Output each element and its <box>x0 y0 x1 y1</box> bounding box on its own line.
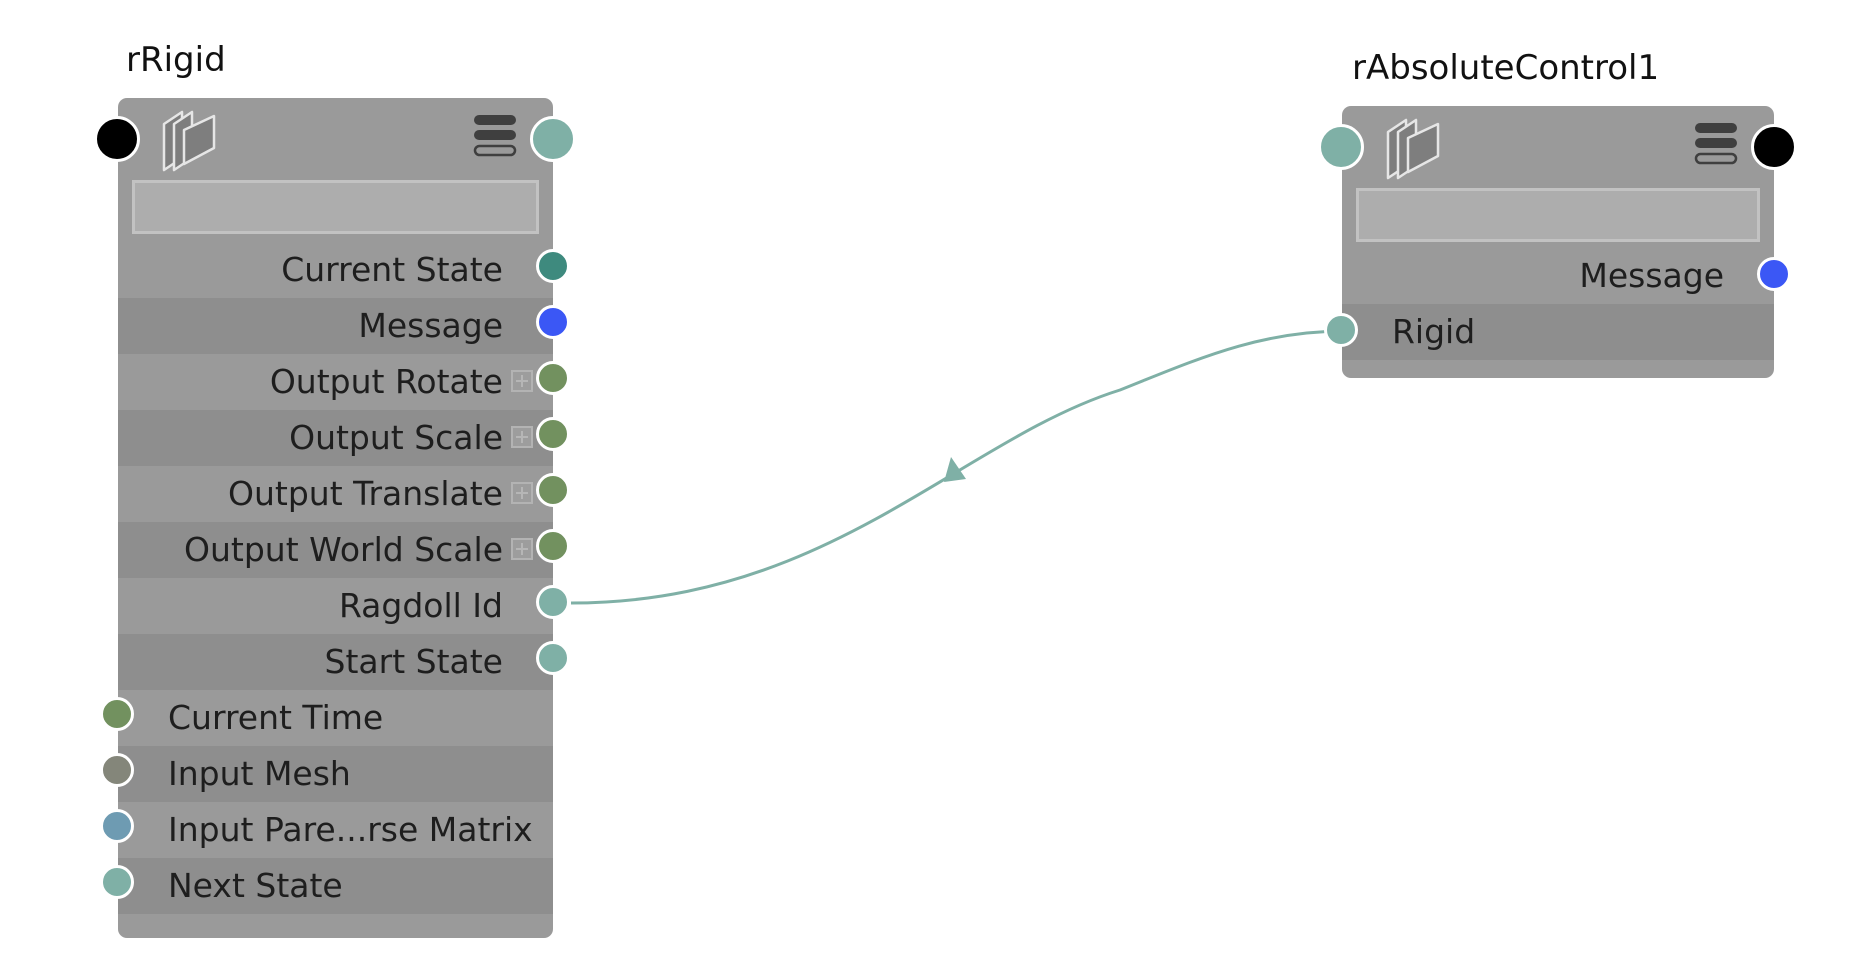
port-current-time[interactable] <box>100 697 134 731</box>
node-name-field[interactable] <box>1356 188 1760 242</box>
node-title[interactable]: rAbsoluteControl1 <box>1352 48 1660 88</box>
port-rigid[interactable] <box>1324 313 1358 347</box>
ragdoll-id-to-rigid-wire[interactable] <box>570 329 1347 605</box>
port-next-state[interactable] <box>100 865 134 899</box>
attr-row-output-world-scale[interactable]: Output World Scale <box>118 522 553 578</box>
port-output-rotate[interactable] <box>536 361 570 395</box>
attr-row-input-parent-inverse-matrix[interactable]: Input Pare...rse Matrix <box>118 802 553 858</box>
attr-row-current-state[interactable]: Current State <box>118 242 553 298</box>
port-ragdoll-id[interactable] <box>536 585 570 619</box>
attr-row-next-state[interactable]: Next State <box>118 858 553 914</box>
attr-row-ragdoll-id[interactable]: Ragdoll Id <box>118 578 553 634</box>
node-menu-icon[interactable] <box>1694 122 1738 166</box>
port-message[interactable] <box>1757 257 1791 291</box>
attr-label: Current State <box>281 250 503 289</box>
attr-row-output-rotate[interactable]: Output Rotate <box>118 354 553 410</box>
attr-label: Input Mesh <box>168 754 351 793</box>
attr-row-start-state[interactable]: Start State <box>118 634 553 690</box>
node-header[interactable] <box>118 98 553 178</box>
attr-row-message[interactable]: Message <box>118 298 553 354</box>
port-message[interactable] <box>536 305 570 339</box>
attr-row-input-mesh[interactable]: Input Mesh <box>118 746 553 802</box>
node-header[interactable] <box>1342 106 1774 186</box>
port-current-state[interactable] <box>536 249 570 283</box>
attr-label: Start State <box>324 642 503 681</box>
port-output-world-scale[interactable] <box>536 529 570 563</box>
attr-label: Message <box>1579 256 1724 295</box>
attr-row-current-time[interactable]: Current Time <box>118 690 553 746</box>
rigid-node-icon <box>162 110 216 172</box>
port-input-mesh[interactable] <box>100 753 134 787</box>
attr-label: Output World Scale <box>184 530 503 569</box>
attr-row-output-scale[interactable]: Output Scale <box>118 410 553 466</box>
attr-row-rigid[interactable]: Rigid <box>1342 304 1774 360</box>
port-start-state[interactable] <box>536 641 570 675</box>
expand-icon[interactable] <box>511 370 533 392</box>
attr-label: Next State <box>168 866 343 905</box>
rigid-node-icon <box>1386 118 1440 180</box>
absolute-control-node[interactable]: Message Rigid <box>1342 106 1774 378</box>
attr-label: Rigid <box>1392 312 1476 351</box>
attr-label: Output Scale <box>289 418 503 457</box>
attr-row-message[interactable]: Message <box>1342 248 1774 304</box>
expand-icon[interactable] <box>511 482 533 504</box>
node-input-port[interactable] <box>94 116 140 162</box>
expand-icon[interactable] <box>511 538 533 560</box>
wire-direction-arrow <box>944 457 966 482</box>
node-menu-icon[interactable] <box>473 114 517 158</box>
port-output-translate[interactable] <box>536 473 570 507</box>
attr-label: Ragdoll Id <box>338 586 503 625</box>
expand-icon[interactable] <box>511 426 533 448</box>
attr-label: Input Pare...rse Matrix <box>168 810 533 849</box>
port-input-parent-inverse-matrix[interactable] <box>100 809 134 843</box>
attr-row-output-translate[interactable]: Output Translate <box>118 466 553 522</box>
node-title[interactable]: rRigid <box>126 40 226 80</box>
rigid-node[interactable]: Current State Message Output Rotate Outp… <box>118 98 553 938</box>
port-output-scale[interactable] <box>536 417 570 451</box>
attr-label: Message <box>358 306 503 345</box>
node-name-field[interactable] <box>132 180 539 234</box>
attr-label: Output Rotate <box>269 362 503 401</box>
node-output-port[interactable] <box>1751 124 1797 170</box>
node-output-port[interactable] <box>530 116 576 162</box>
attr-label: Current Time <box>168 698 384 737</box>
node-input-port[interactable] <box>1318 124 1364 170</box>
attr-label: Output Translate <box>228 474 503 513</box>
